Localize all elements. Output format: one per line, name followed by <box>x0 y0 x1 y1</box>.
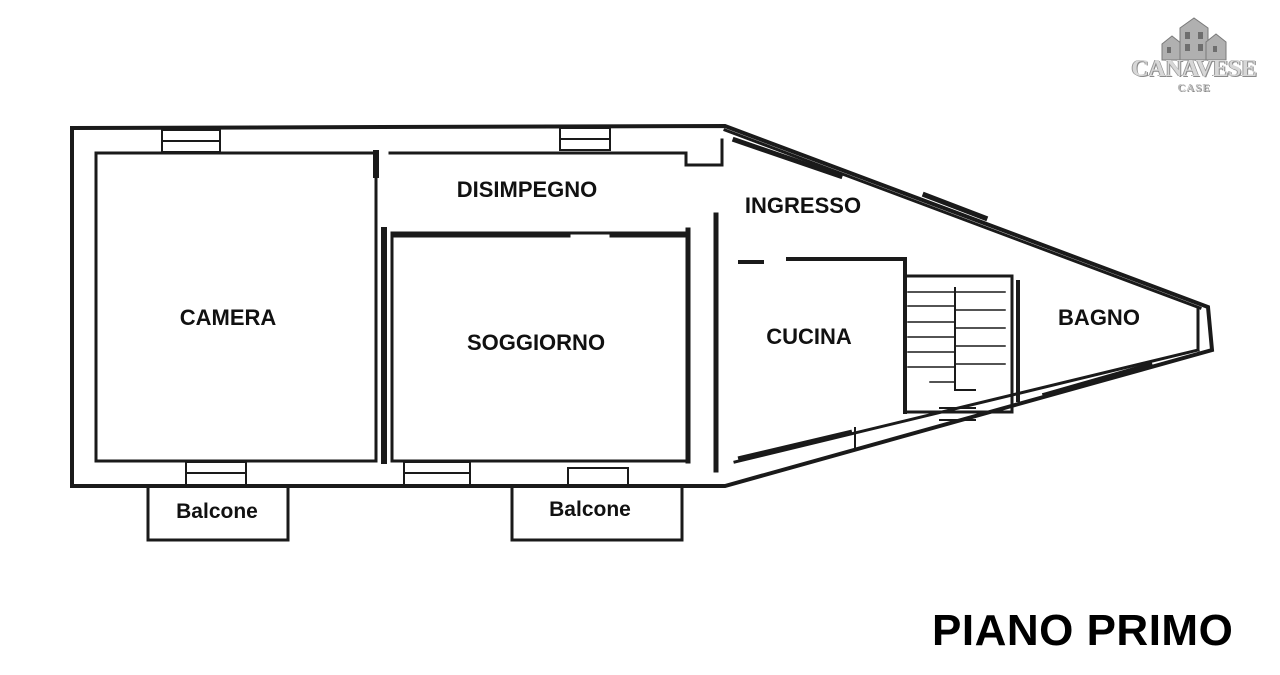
label-cucina: CUCINA <box>766 324 852 349</box>
houses-icon <box>1161 17 1227 61</box>
door-marks <box>854 407 976 451</box>
label-ingresso: INGRESSO <box>745 193 861 218</box>
window-top-camera <box>161 129 221 153</box>
stairs-divider <box>954 287 976 391</box>
wall-partition-mid <box>685 212 719 473</box>
label-disimpegno: DISIMPEGNO <box>457 177 598 202</box>
label-camera: CAMERA <box>180 305 277 330</box>
window-bottom-soggiorno-a <box>403 461 471 486</box>
label-balcone-center: Balcone <box>549 498 631 521</box>
inner-wall-camera <box>94 151 378 463</box>
window-bottom-camera <box>185 461 247 486</box>
stairs-steps <box>907 291 1006 383</box>
wall-partition-left <box>373 150 387 464</box>
logo-brand-text: CANAVESE <box>1131 56 1257 82</box>
window-top-disimpegno <box>559 127 611 151</box>
window-diag-a <box>731 136 844 180</box>
label-bagno: BAGNO <box>1058 305 1140 330</box>
wall-diag-lower <box>733 348 1200 464</box>
label-balcone-left: Balcone <box>176 500 258 523</box>
balcone-left-outline <box>146 484 290 542</box>
wall-cucina <box>738 257 907 414</box>
stairs-outline <box>903 274 1014 414</box>
floor-title: PIANO PRIMO <box>932 606 1234 655</box>
label-soggiorno: SOGGIORNO <box>467 330 605 355</box>
brand-logo: CANAVESE CASE <box>1118 14 1270 100</box>
window-diag-d <box>737 429 853 461</box>
wall-ingresso-diag <box>723 128 1202 310</box>
outer-wall <box>70 123 1215 488</box>
balcone-center-outline <box>510 484 684 542</box>
logo-sub-text: CASE <box>1177 82 1211 94</box>
window-bottom-soggiorno-b <box>567 467 629 486</box>
window-diag-c <box>1041 361 1154 399</box>
window-diag-b <box>921 191 989 222</box>
wall-disimpegno-top <box>388 138 724 167</box>
